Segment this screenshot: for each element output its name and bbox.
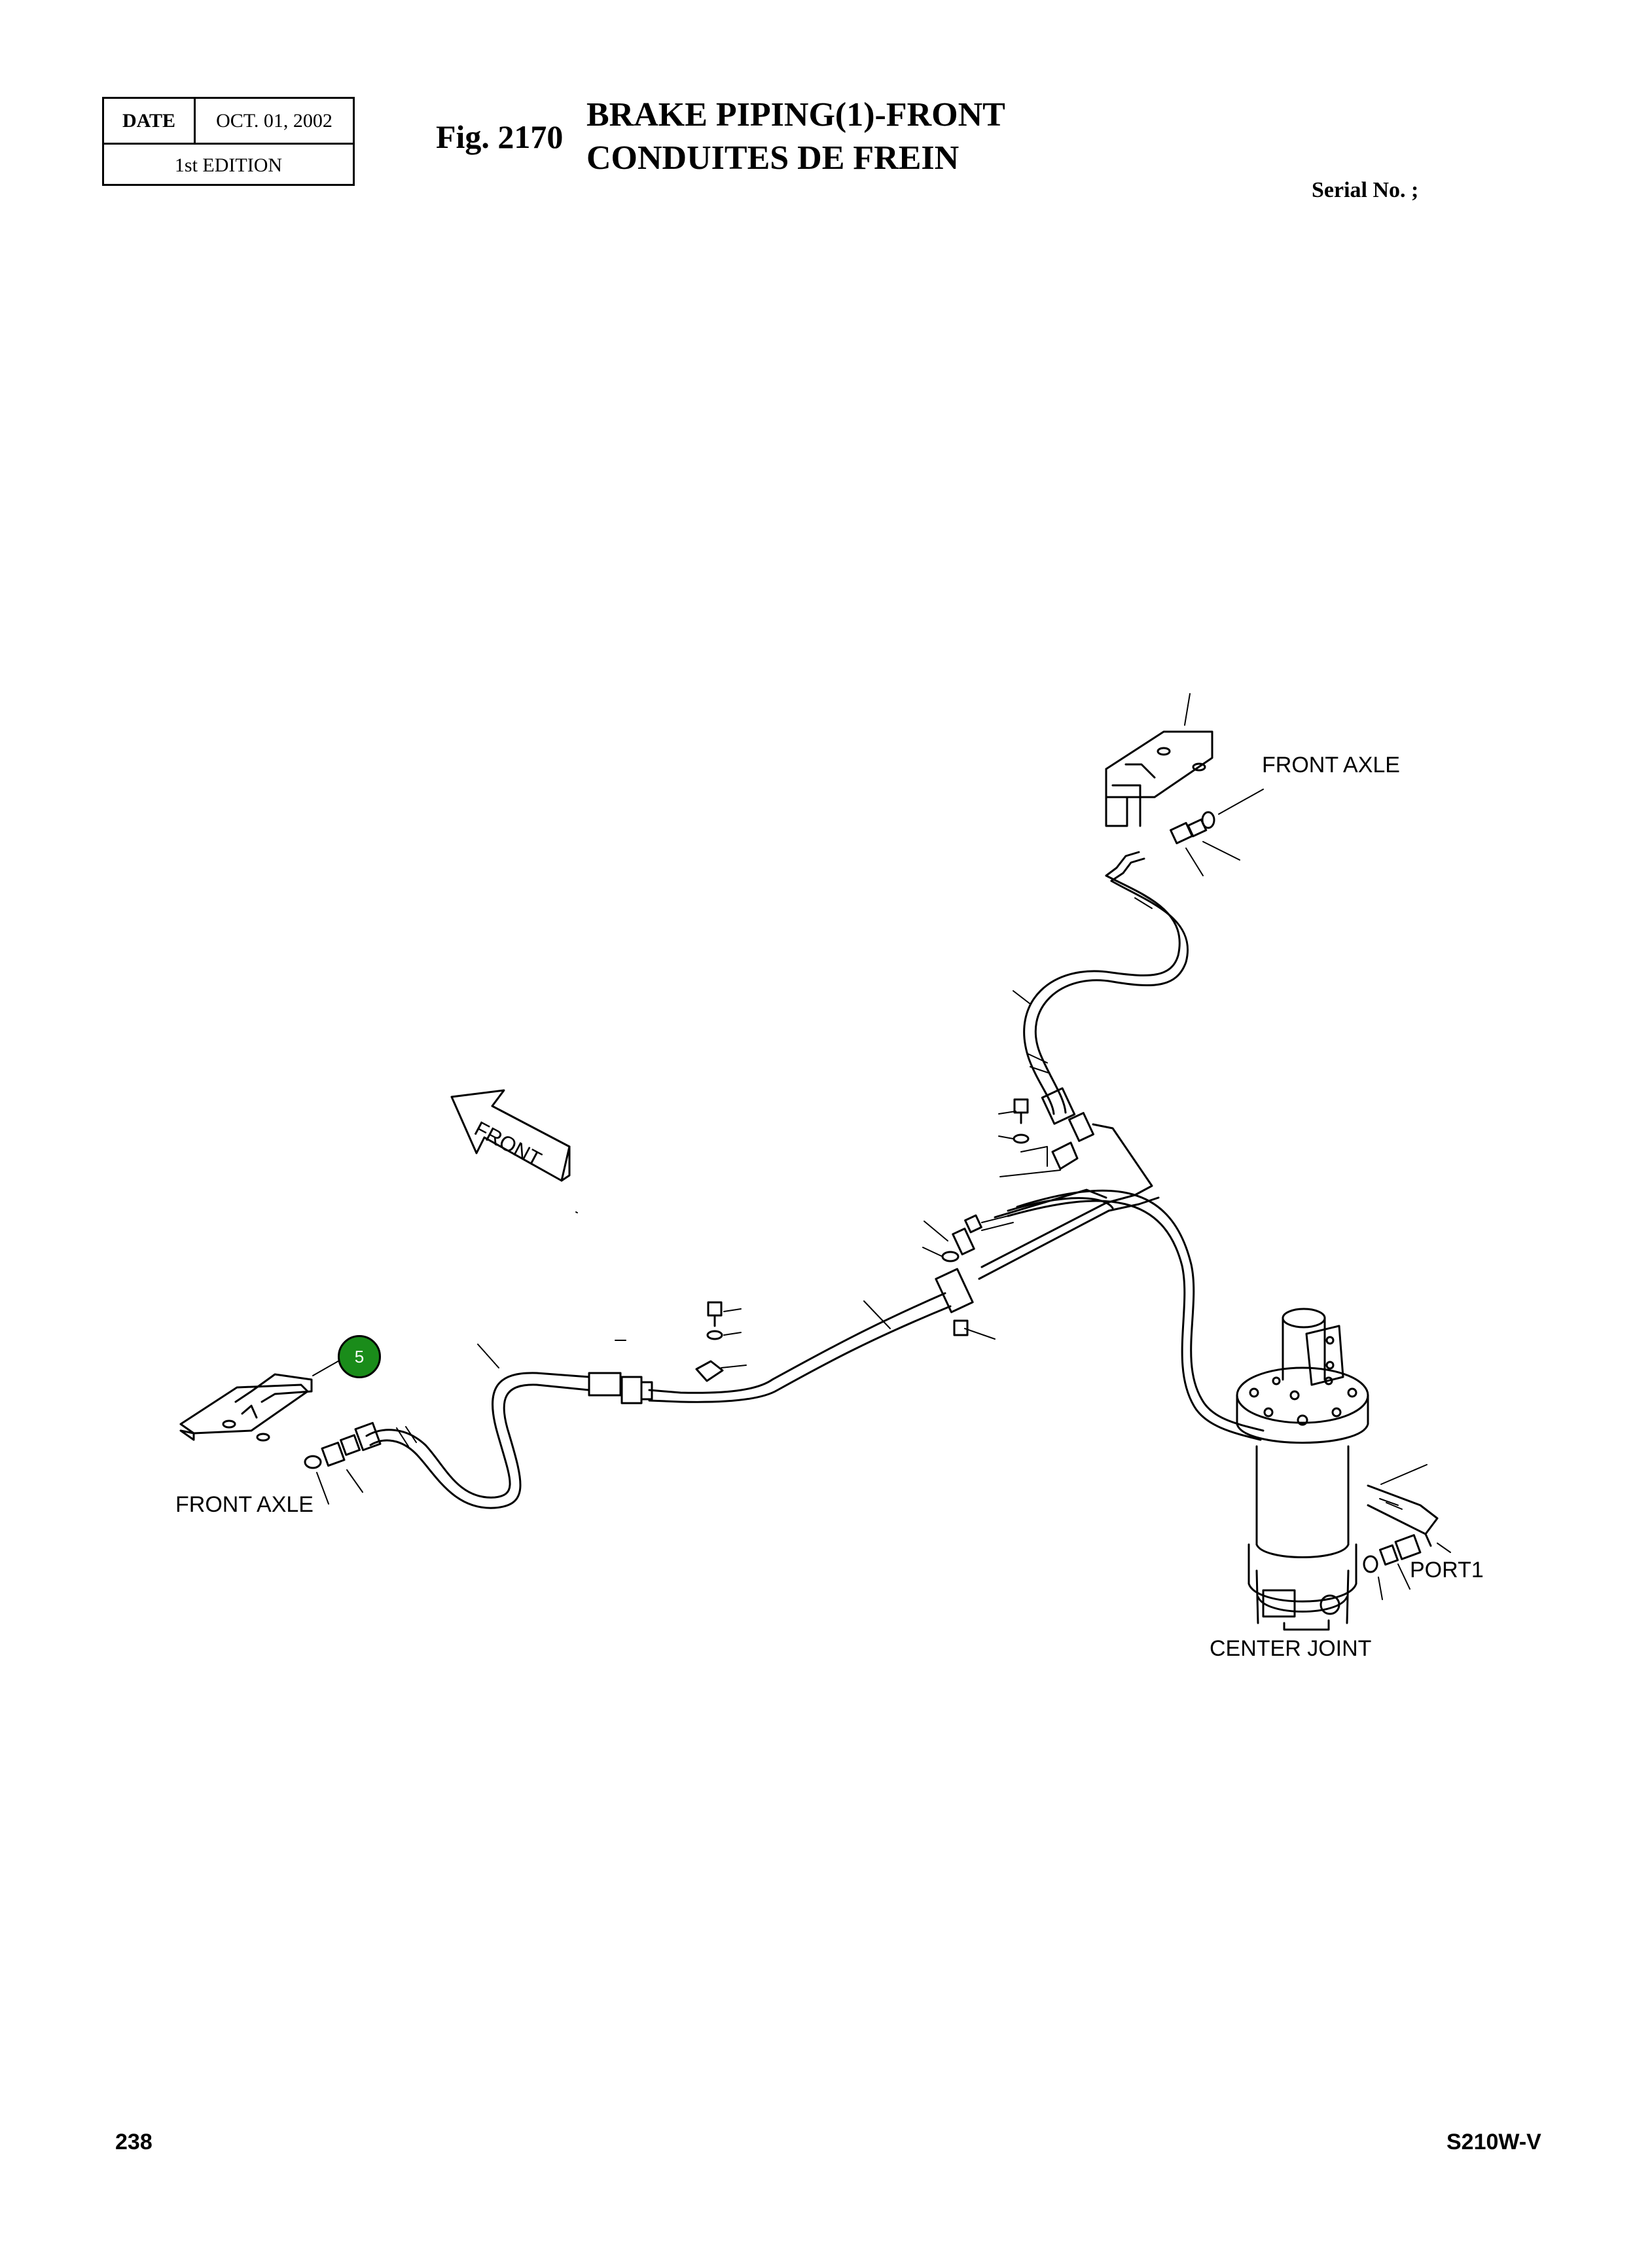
front-axle-bracket-left bbox=[179, 1359, 341, 1442]
title-french: CONDUITES DE FREIN bbox=[586, 139, 960, 177]
left-fitting bbox=[304, 1421, 382, 1505]
upper-steel-pipe bbox=[978, 1123, 1160, 1280]
serial-number: Serial No. ; bbox=[1312, 178, 1419, 202]
lower-clamp bbox=[695, 1301, 747, 1382]
callout-5[interactable]: 5 bbox=[338, 1335, 381, 1378]
front-arrow-icon bbox=[450, 1089, 571, 1182]
front-axle-bracket-top bbox=[1105, 693, 1213, 827]
title-english: BRAKE PIPING(1)-FRONT bbox=[586, 96, 1005, 134]
center-joint bbox=[1236, 1308, 1369, 1631]
upper-hose bbox=[1013, 851, 1189, 1142]
hose-clamp bbox=[998, 1098, 1079, 1177]
center-joint-hose bbox=[1007, 1189, 1265, 1441]
left-hose bbox=[365, 1344, 590, 1509]
tee-fitting bbox=[922, 1214, 996, 1340]
lower-couplers bbox=[588, 1340, 653, 1404]
center-joint-label: CENTER JOINT bbox=[1210, 1636, 1372, 1661]
port1-label: PORT1 bbox=[1410, 1558, 1484, 1582]
edition-label: 1st EDITION bbox=[174, 154, 283, 176]
front-axle-label-left: FRONT AXLE bbox=[175, 1492, 314, 1517]
date-row: DATE OCT. 01, 2002 bbox=[104, 99, 353, 145]
figure-number: Fig. 2170 bbox=[436, 118, 564, 155]
front-axle-label-top: FRONT AXLE bbox=[1262, 753, 1400, 777]
date-label: DATE bbox=[104, 99, 196, 143]
callout-number: 5 bbox=[354, 1346, 365, 1366]
page-number: 238 bbox=[115, 2130, 153, 2154]
top-fitting bbox=[1170, 789, 1264, 876]
lower-steel-pipe bbox=[648, 1292, 952, 1403]
stray-mark bbox=[575, 1211, 578, 1213]
model-name: S210W-V bbox=[1446, 2130, 1541, 2154]
date-value: OCT. 01, 2002 bbox=[216, 109, 332, 132]
port1-fittings bbox=[1363, 1464, 1451, 1600]
date-box: DATE OCT. 01, 2002 1st EDITION bbox=[102, 97, 355, 186]
